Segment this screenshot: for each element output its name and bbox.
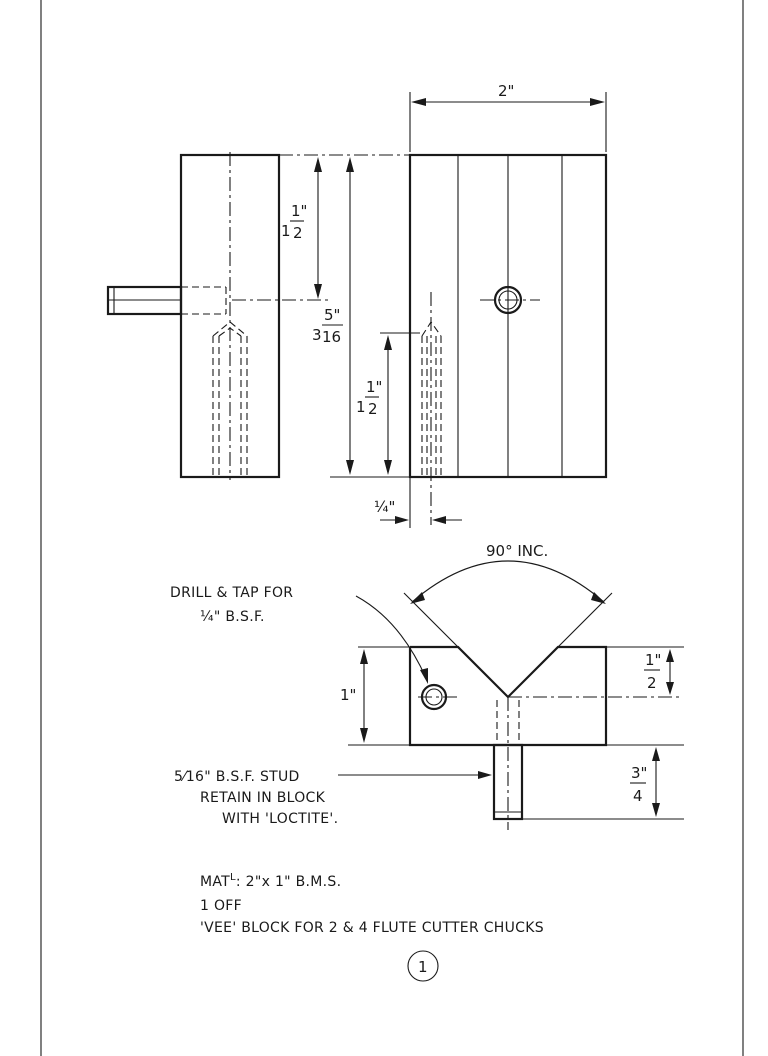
lower-half-den: 2 xyxy=(368,400,378,418)
dim-quarter: ¼" xyxy=(374,477,462,528)
stud-note: 5⁄16" B.S.F. STUD RETAIN IN BLOCK WITH '… xyxy=(174,769,492,827)
total-whole: 3 xyxy=(312,326,322,344)
angle-arc xyxy=(411,560,605,603)
half-num: 1" xyxy=(645,651,661,669)
dim-three-quarter: 3" 4 xyxy=(522,744,684,820)
material-line: MATL: 2"x 1" B.M.S. xyxy=(200,872,341,890)
total-num: 5" xyxy=(324,306,340,324)
front-tapped-hole xyxy=(493,285,523,315)
dim-upper-one-half: 1 1" 2 xyxy=(281,157,322,299)
dim-lower-one-half: 1 1" 2 xyxy=(356,332,420,475)
lower-half-whole: 1 xyxy=(356,398,366,416)
end-view: 90° INC. xyxy=(403,542,680,830)
part-number-text: 1 xyxy=(418,958,428,976)
upper-half-den: 2 xyxy=(293,224,303,242)
three-q-den: 4 xyxy=(633,787,643,805)
total-den: 16 xyxy=(322,328,341,346)
dim-total-height: 3 5" 16 xyxy=(312,157,354,475)
angle-text: 90° INC. xyxy=(486,542,548,560)
lower-half-num: 1" xyxy=(366,378,382,396)
dim-top-width: 2" xyxy=(409,82,607,152)
title-block: MATL: 2"x 1" B.M.S. 1 OFF 'VEE' BLOCK FO… xyxy=(200,872,544,982)
drill-note: DRILL & TAP FOR ¼" B.S.F. xyxy=(170,585,428,684)
half-den: 2 xyxy=(647,674,657,692)
side-view xyxy=(106,152,330,480)
quantity-text: 1 OFF xyxy=(200,898,242,914)
stud-note-line2: RETAIN IN BLOCK xyxy=(200,790,326,806)
one-inch-text: 1" xyxy=(340,686,356,704)
upper-half-num: 1" xyxy=(291,202,307,220)
part-number-circle xyxy=(407,950,439,982)
quarter-text: ¼" xyxy=(374,498,395,516)
dim-one-inch: 1" xyxy=(340,646,410,746)
vee-block-outline xyxy=(408,645,608,747)
drill-note-line1: DRILL & TAP FOR xyxy=(170,585,293,601)
drill-note-line2: ¼" B.S.F. xyxy=(200,609,265,625)
stud-note-line1: 5⁄16" B.S.F. STUD xyxy=(174,769,300,785)
top-width-text: 2" xyxy=(498,82,514,100)
dim-half-right: 1" 2 xyxy=(606,646,684,695)
stud-note-line3: WITH 'LOCTITE'. xyxy=(222,811,338,827)
end-stud xyxy=(492,743,524,821)
front-view xyxy=(408,153,608,525)
three-q-num: 3" xyxy=(631,764,647,782)
drawing-title: 'VEE' BLOCK FOR 2 & 4 FLUTE CUTTER CHUCK… xyxy=(200,920,544,936)
upper-half-whole: 1 xyxy=(281,222,291,240)
